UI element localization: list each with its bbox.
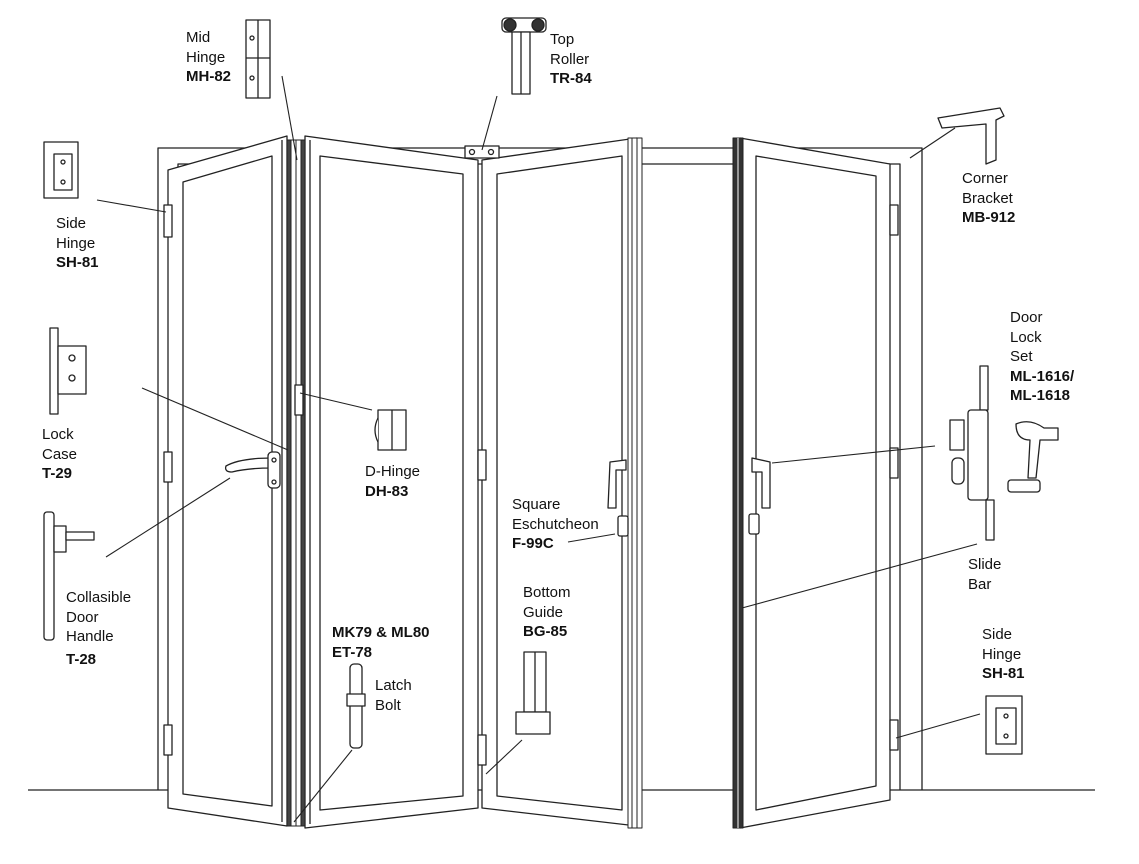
side-hinge-part-left xyxy=(43,141,79,199)
label-door-lock-set-name-1: Door xyxy=(1010,309,1043,326)
label-corner-bracket-code: MB-912 xyxy=(962,209,1016,226)
label-mid-hinge-name-2: Hinge xyxy=(186,48,226,66)
label-lock-case: Lock Case T-29 xyxy=(42,425,77,484)
door-handle-panel-3 xyxy=(607,459,629,537)
label-corner-bracket-name-2: Bracket xyxy=(962,189,1013,207)
label-door-lock-set-name-2: Lock xyxy=(1010,328,1042,346)
label-collasible-handle-code: T-28 xyxy=(66,651,97,668)
label-d-hinge-code: DH-83 xyxy=(365,482,409,500)
label-latch-bolt-name-1: Latch xyxy=(375,677,412,694)
label-side-hinge-right-name-1: Side xyxy=(982,626,1013,643)
door-panel-4 xyxy=(739,137,891,829)
label-side-hinge-left-name-2: Hinge xyxy=(56,234,96,252)
bottom-guide-part xyxy=(515,651,551,735)
label-door-lock-set-code-2: ML-1618 xyxy=(1010,387,1071,404)
label-bottom-guide-name-1: Bottom xyxy=(523,584,571,601)
label-square-escutcheon-name-1: Square xyxy=(512,496,561,513)
label-square-escutcheon-name-2: Eschutcheon xyxy=(512,515,599,533)
door-lock-set-part xyxy=(949,365,1059,541)
label-collasible-handle-name-2: Door xyxy=(66,608,99,626)
label-top-roller-name-2: Roller xyxy=(550,50,590,68)
d-hinge-part xyxy=(374,409,407,451)
label-latch-bolt: Latch Bolt xyxy=(375,676,412,715)
label-side-hinge-right-name-2: Hinge xyxy=(982,645,1022,663)
latch-bolt-part xyxy=(346,663,366,749)
label-top-roller-name-1: Top xyxy=(550,31,575,48)
label-collasible-handle-name-3: Handle xyxy=(66,628,114,645)
collasible-handle-part xyxy=(43,511,95,641)
label-door-lock-set: Door Lock Set ML-1616/ ML-1618 xyxy=(1010,308,1074,406)
frame-hinges xyxy=(163,204,899,766)
label-bottom-guide: Bottom Guide BG-85 xyxy=(523,583,571,642)
folded-stack xyxy=(286,137,744,829)
label-collasible-handle-code-block: T-28 xyxy=(66,650,96,670)
label-d-hinge-name: D-Hinge xyxy=(365,463,421,480)
label-latch-bolt-name-2: Bolt xyxy=(375,696,401,714)
label-top-roller: Top Roller TR-84 xyxy=(550,30,592,89)
label-mid-hinge-code: MH-82 xyxy=(186,68,232,85)
label-side-hinge-left: Side Hinge SH-81 xyxy=(56,214,99,273)
side-hinge-part-right xyxy=(985,695,1023,755)
label-side-hinge-right: Side Hinge SH-81 xyxy=(982,625,1025,684)
label-lock-case-name-1: Lock xyxy=(42,426,74,443)
label-mk79: MK79 & ML80 ET-78 xyxy=(332,623,430,662)
label-door-lock-set-code-1: ML-1616/ xyxy=(1010,367,1075,385)
label-side-hinge-left-code: SH-81 xyxy=(56,254,99,271)
top-roller-part xyxy=(501,17,547,95)
corner-bracket-part xyxy=(937,107,1005,165)
label-lock-case-code: T-29 xyxy=(42,465,73,482)
label-mk79-code-1: MK79 & ML80 xyxy=(332,624,430,641)
leader-lines xyxy=(96,75,981,823)
label-bottom-guide-code: BG-85 xyxy=(523,623,568,640)
label-d-hinge: D-Hinge DH-83 xyxy=(365,462,420,501)
label-mk79-code-2: ET-78 xyxy=(332,643,373,661)
label-mid-hinge-name-1: Mid xyxy=(186,29,211,46)
label-square-escutcheon: Square Eschutcheon F-99C xyxy=(512,495,599,554)
label-side-hinge-left-name-1: Side xyxy=(56,215,87,232)
top-roller-bracket xyxy=(464,145,500,159)
label-mid-hinge: Mid Hinge MH-82 xyxy=(186,28,231,87)
label-door-lock-set-name-3: Set xyxy=(1010,348,1033,365)
mid-hinge-part xyxy=(245,19,271,99)
label-side-hinge-right-code: SH-81 xyxy=(982,665,1025,682)
label-collasible-handle: Collasible Door Handle xyxy=(66,588,131,647)
label-corner-bracket: Corner Bracket MB-912 xyxy=(962,169,1015,228)
door-handle-left xyxy=(224,451,281,489)
label-collasible-handle-name-1: Collasible xyxy=(66,589,132,606)
label-lock-case-name-2: Case xyxy=(42,445,78,463)
lock-case-part xyxy=(49,327,87,415)
label-top-roller-code: TR-84 xyxy=(550,70,592,87)
label-slide-bar-name-1: Slide xyxy=(968,556,1002,573)
door-handle-panel-4 xyxy=(748,457,771,535)
label-square-escutcheon-code: F-99C xyxy=(512,535,554,552)
label-corner-bracket-name-1: Corner xyxy=(962,170,1008,187)
label-slide-bar: Slide Bar xyxy=(968,555,1001,594)
label-slide-bar-name-2: Bar xyxy=(968,575,992,593)
label-bottom-guide-name-2: Guide xyxy=(523,603,564,621)
